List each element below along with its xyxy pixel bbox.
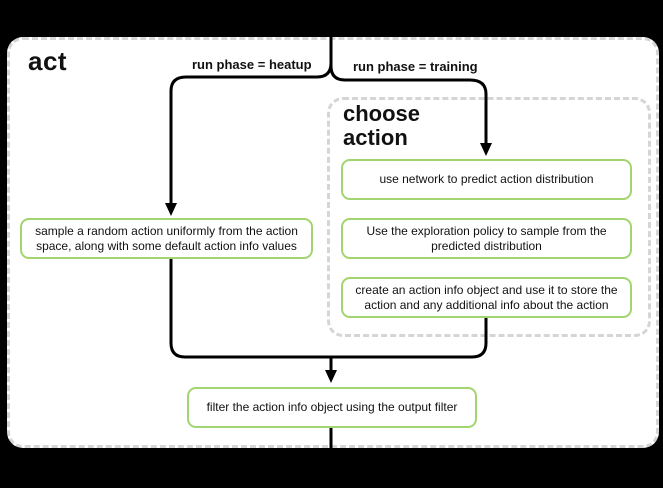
node-predict-action-distribution: use network to predict action distributi… [341,159,632,200]
act-container-title: act [28,46,68,76]
node-exploration-policy-sample: Use the exploration policy to sample fro… [341,218,632,259]
branch-label-heatup: run phase = heatup [192,57,312,72]
branch-label-training: run phase = training [353,59,478,74]
node-create-action-info-object: create an action info object and use it … [341,277,632,318]
node-filter-action-info: filter the action info object using the … [187,387,477,428]
choose-action-group-title: choose action [343,101,421,151]
node-sample-random-action: sample a random action uniformly from th… [20,218,313,259]
